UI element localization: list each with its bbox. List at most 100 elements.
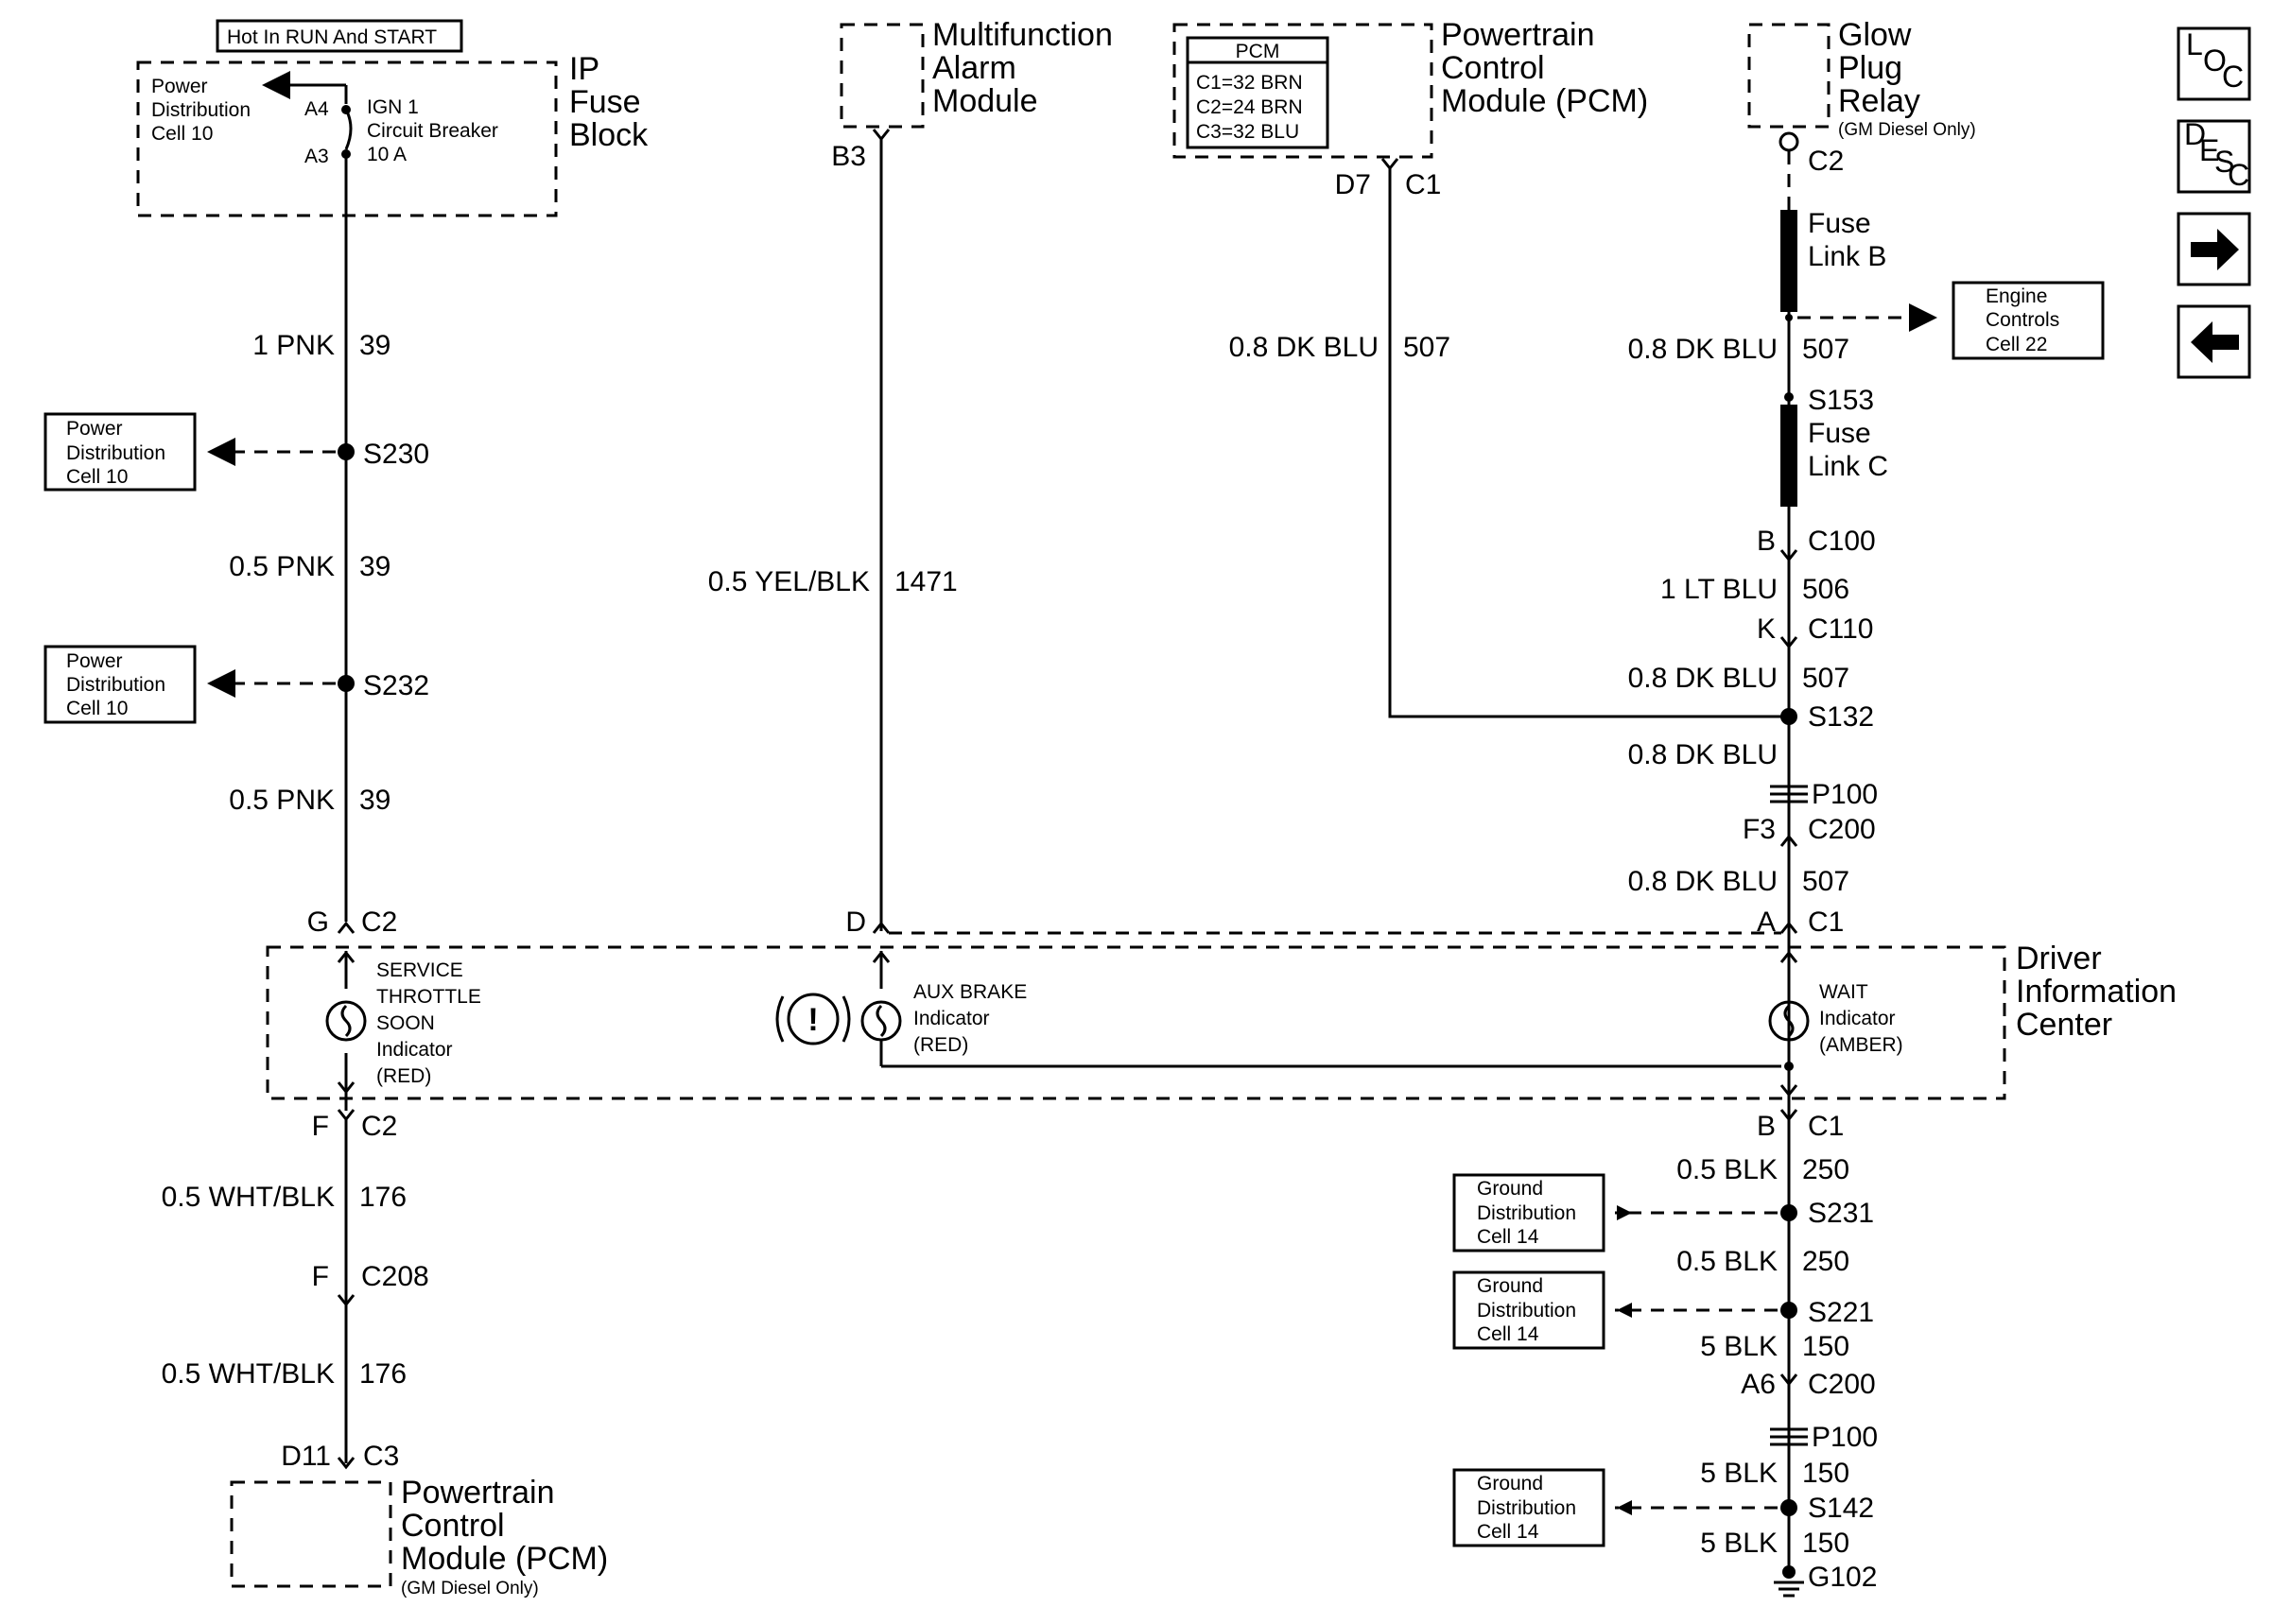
c4-w2-color: 1 LT BLU [1660,574,1778,605]
c200b-label: C200 [1808,1369,1876,1400]
loc-button[interactable]: L O C [2177,26,2251,101]
c1-w4-color: 0.5 WHT/BLK [162,1182,335,1213]
svg-text:Distribution: Distribution [66,442,165,464]
c1-w2-color: 0.5 PNK [229,551,335,582]
ipfuse-l3: Block [569,117,649,153]
left-arrow-icon [2191,321,2239,363]
c1-w4-num: 176 [359,1182,407,1213]
d11-label: D11 [281,1441,331,1472]
desc-e: E [2199,133,2219,167]
c4-w1-color: 0.8 DK BLU [1628,334,1778,365]
connector-d7 [1380,158,1399,171]
c4-w3-num: 507 [1802,663,1849,694]
gpr-l2: Plug [1838,50,1902,86]
c1-w3-num: 39 [359,785,390,816]
c100-label: C100 [1808,526,1876,557]
svg-text:C2=24 BRN: C2=24 BRN [1196,96,1303,118]
b2-label: B [1757,1111,1776,1142]
c4-w8-num: 150 [1802,1331,1849,1362]
svg-text:Ground: Ground [1477,1178,1543,1200]
s142-label: S142 [1808,1493,1874,1524]
sts-l5: (RED) [376,1065,431,1087]
pcm2-l2: Control [401,1508,505,1544]
pcm-top-module [1172,23,1433,159]
gpr-l3: Relay [1838,83,1920,119]
c1-label-pcm: C1 [1405,169,1441,200]
ref-power-distribution-1[interactable]: Power Distribution Cell 10 [43,412,197,492]
c4-w1-num: 507 [1802,334,1849,365]
ref-power-distribution-2[interactable]: Power Distribution Cell 10 [43,645,197,724]
splice-s232 [338,675,355,692]
ref-ground-distribution-3[interactable]: Ground Distribution Cell 14 [1452,1468,1605,1547]
c4-w7-num: 250 [1802,1246,1849,1277]
aux-l3: (RED) [913,1034,968,1056]
a-label: A [1757,907,1776,938]
mam-l3: Module [932,83,1038,119]
svg-text:Cell 22: Cell 22 [1986,334,2047,355]
ref-ground-distribution-2[interactable]: Ground Distribution Cell 14 [1452,1270,1605,1350]
flb-l2: Link B [1808,241,1886,272]
splice-s132 [1780,708,1797,725]
c4-w10-num: 150 [1802,1528,1849,1559]
a3-label: A3 [304,146,329,167]
svg-text:Power: Power [66,650,123,672]
ref-engine-controls[interactable]: Engine Controls Cell 22 [1952,281,2105,360]
back-arrow-button[interactable] [2177,304,2251,379]
flc-l1: Fuse [1808,418,1871,449]
p100a-label: P100 [1812,779,1878,810]
pwrdist-l1: Power [151,76,208,97]
svg-text:Distribution: Distribution [1477,1202,1576,1224]
loc-o: O [2203,43,2227,78]
c2b-label: C2 [361,1111,397,1142]
svg-text:Cell 10: Cell 10 [66,466,128,488]
g102-label: G102 [1808,1562,1877,1593]
splice-s153 [1784,392,1794,402]
pcm-bottom-module [230,1480,392,1588]
ign-l1: IGN 1 [367,96,419,118]
splice-s221 [1780,1302,1797,1319]
sts-l2: THROTTLE [376,986,481,1008]
c4-w10-color: 5 BLK [1700,1528,1778,1559]
svg-text:C3=32 BLU: C3=32 BLU [1196,121,1299,143]
svg-text:!: ! [807,1002,818,1038]
p100b-label: P100 [1812,1422,1878,1453]
svg-text:Cell 10: Cell 10 [66,698,128,719]
multifunction-alarm-module [840,23,925,129]
forward-arrow-button[interactable] [2177,212,2251,286]
c1-w1-num: 39 [359,330,390,361]
glow-plug-relay [1747,23,1831,129]
mam-l2: Alarm [932,50,1016,86]
f3-label: F3 [1743,814,1776,845]
a6-label: A6 [1741,1369,1776,1400]
connector-c2-top [1778,131,1799,152]
s232-label: S232 [363,670,429,701]
c4-w9-color: 5 BLK [1700,1458,1778,1489]
ref-ground-distribution-1[interactable]: Ground Distribution Cell 14 [1452,1173,1605,1253]
c3-w1-num: 507 [1403,332,1450,363]
desc-button[interactable]: D E S C [2177,117,2251,194]
pcm-connector-table: PCM C1=32 BRN C2=24 BRN C3=32 BLU [1186,36,1329,149]
wait-lamp-icon [1768,1000,1810,1042]
connector-c200-bottom [1779,1373,1798,1387]
flc-l2: Link C [1808,451,1888,482]
wait-l1: WAIT [1819,981,1868,1003]
svg-text:Cell 14: Cell 14 [1477,1323,1539,1345]
connector-d [872,921,891,934]
c1a-label: C1 [1808,907,1844,938]
driver-information-center [266,945,2006,1100]
svg-text:Ground: Ground [1477,1275,1543,1297]
connector-c110 [1779,636,1798,649]
svg-text:Distribution: Distribution [1477,1300,1576,1322]
c1-w1-color: 1 PNK [252,330,335,361]
c1-w5-num: 176 [359,1358,407,1390]
aux-l2: Indicator [913,1008,990,1029]
dic-l2: Information [2016,974,2177,1010]
c2-gpr-label: C2 [1808,146,1844,177]
flb-l1: Fuse [1808,208,1871,239]
c4-w4-color: 0.8 DK BLU [1628,739,1778,770]
fuse-link-c-icon [1780,405,1797,507]
fuse-link-b-icon [1780,210,1797,312]
wire-507-pcm [1388,168,1789,718]
c4-w6-num: 250 [1802,1154,1849,1185]
connector-b3 [872,129,891,142]
